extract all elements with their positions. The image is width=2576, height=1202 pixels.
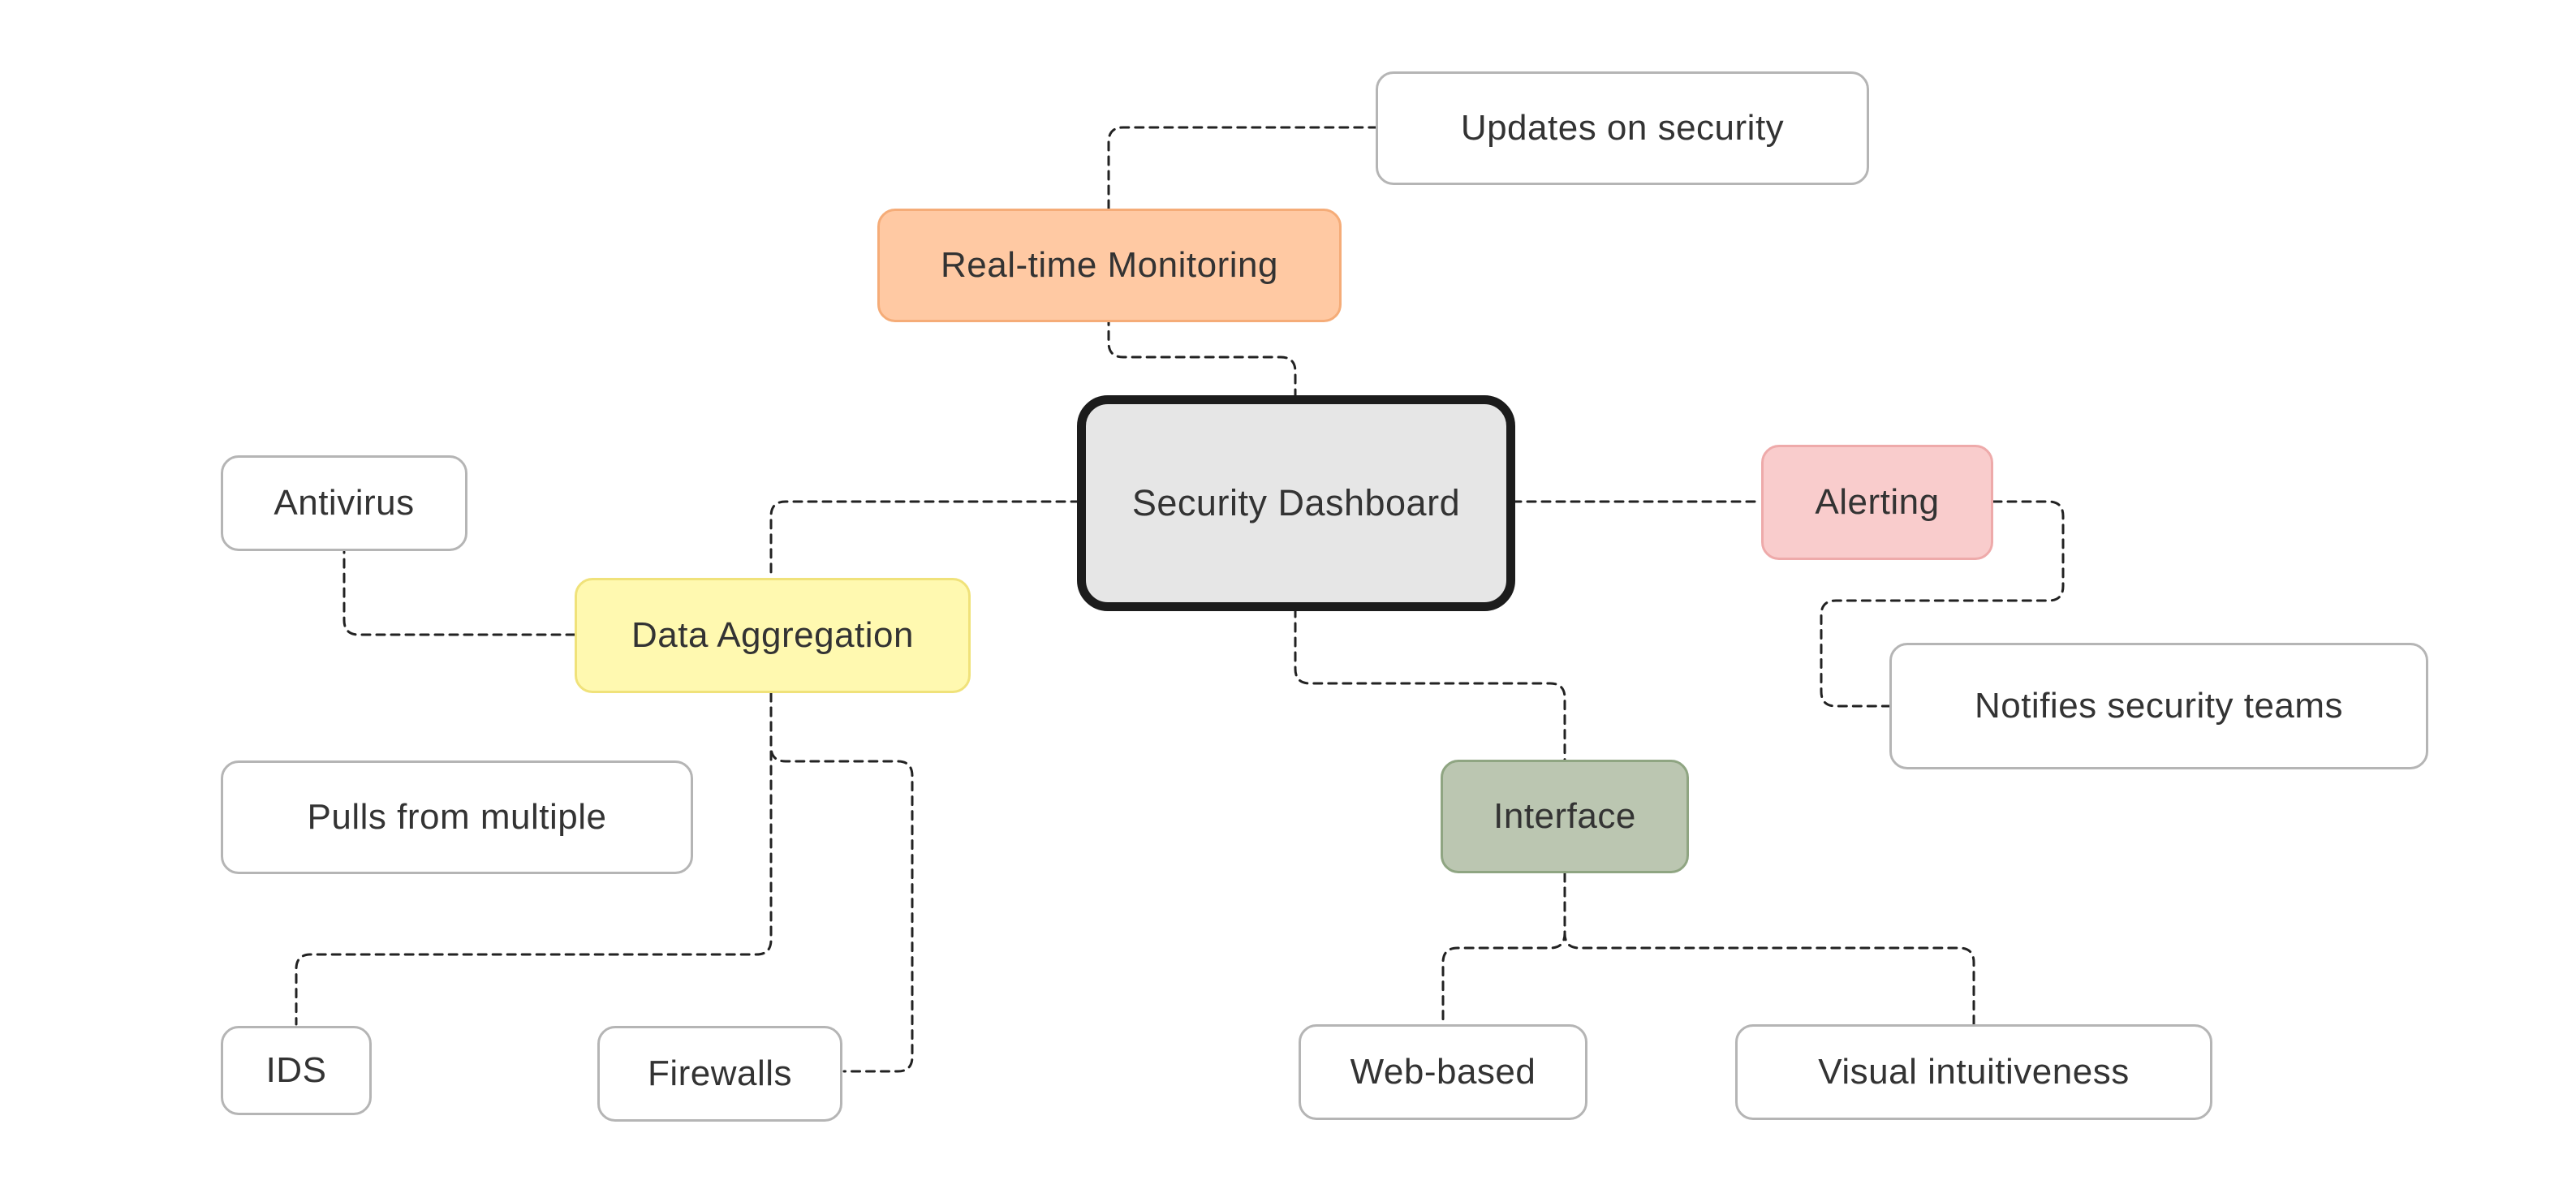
subtopic-notifies-security-teams[interactable]: Notifies security teams (1889, 643, 2428, 769)
floating-note-pulls-from-multiple[interactable]: Pulls from multiple (221, 760, 693, 874)
connector-aggregation-firewalls (769, 691, 914, 1073)
subtopic-visual-intuitiveness-label: Visual intuitiveness (1818, 1052, 2130, 1092)
subtopic-updates-on-security[interactable]: Updates on security (1376, 71, 1869, 185)
subtopic-firewalls-label: Firewalls (647, 1053, 793, 1093)
subtopic-web-based-label: Web-based (1350, 1052, 1536, 1092)
subtopic-visual-intuitiveness[interactable]: Visual intuitiveness (1735, 1024, 2212, 1120)
central-topic-node[interactable]: Security Dashboard (1077, 395, 1515, 611)
topic-interface-label: Interface (1493, 796, 1636, 836)
connector-interface-web (1441, 872, 1566, 1026)
connector-monitoring-updates (1107, 126, 1377, 210)
connector-central-interface (1294, 607, 1566, 761)
connector-central-aggregation (769, 500, 1081, 579)
subtopic-firewalls[interactable]: Firewalls (597, 1026, 842, 1122)
subtopic-web-based[interactable]: Web-based (1299, 1024, 1587, 1120)
topic-real-time-monitoring[interactable]: Real-time Monitoring (877, 209, 1342, 322)
floating-note-pulls-from-multiple-label: Pulls from multiple (307, 797, 607, 837)
connector-central-monitoring (1107, 321, 1297, 399)
subtopic-ids-label: IDS (265, 1050, 327, 1090)
central-topic-label: Security Dashboard (1131, 482, 1461, 523)
topic-real-time-monitoring-label: Real-time Monitoring (941, 245, 1278, 285)
subtopic-updates-on-security-label: Updates on security (1460, 108, 1785, 148)
topic-alerting[interactable]: Alerting (1761, 445, 1993, 560)
topic-alerting-label: Alerting (1815, 482, 1940, 522)
topic-data-aggregation-label: Data Aggregation (631, 615, 915, 655)
subtopic-antivirus[interactable]: Antivirus (221, 455, 467, 551)
subtopic-antivirus-label: Antivirus (274, 483, 415, 523)
subtopic-ids[interactable]: IDS (221, 1026, 372, 1115)
topic-data-aggregation[interactable]: Data Aggregation (575, 578, 971, 693)
connector-interface-visual (1563, 872, 1975, 1026)
subtopic-notifies-security-teams-label: Notifies security teams (1974, 686, 2344, 726)
topic-interface[interactable]: Interface (1441, 760, 1689, 873)
connector-aggregation-antivirus (342, 550, 576, 636)
